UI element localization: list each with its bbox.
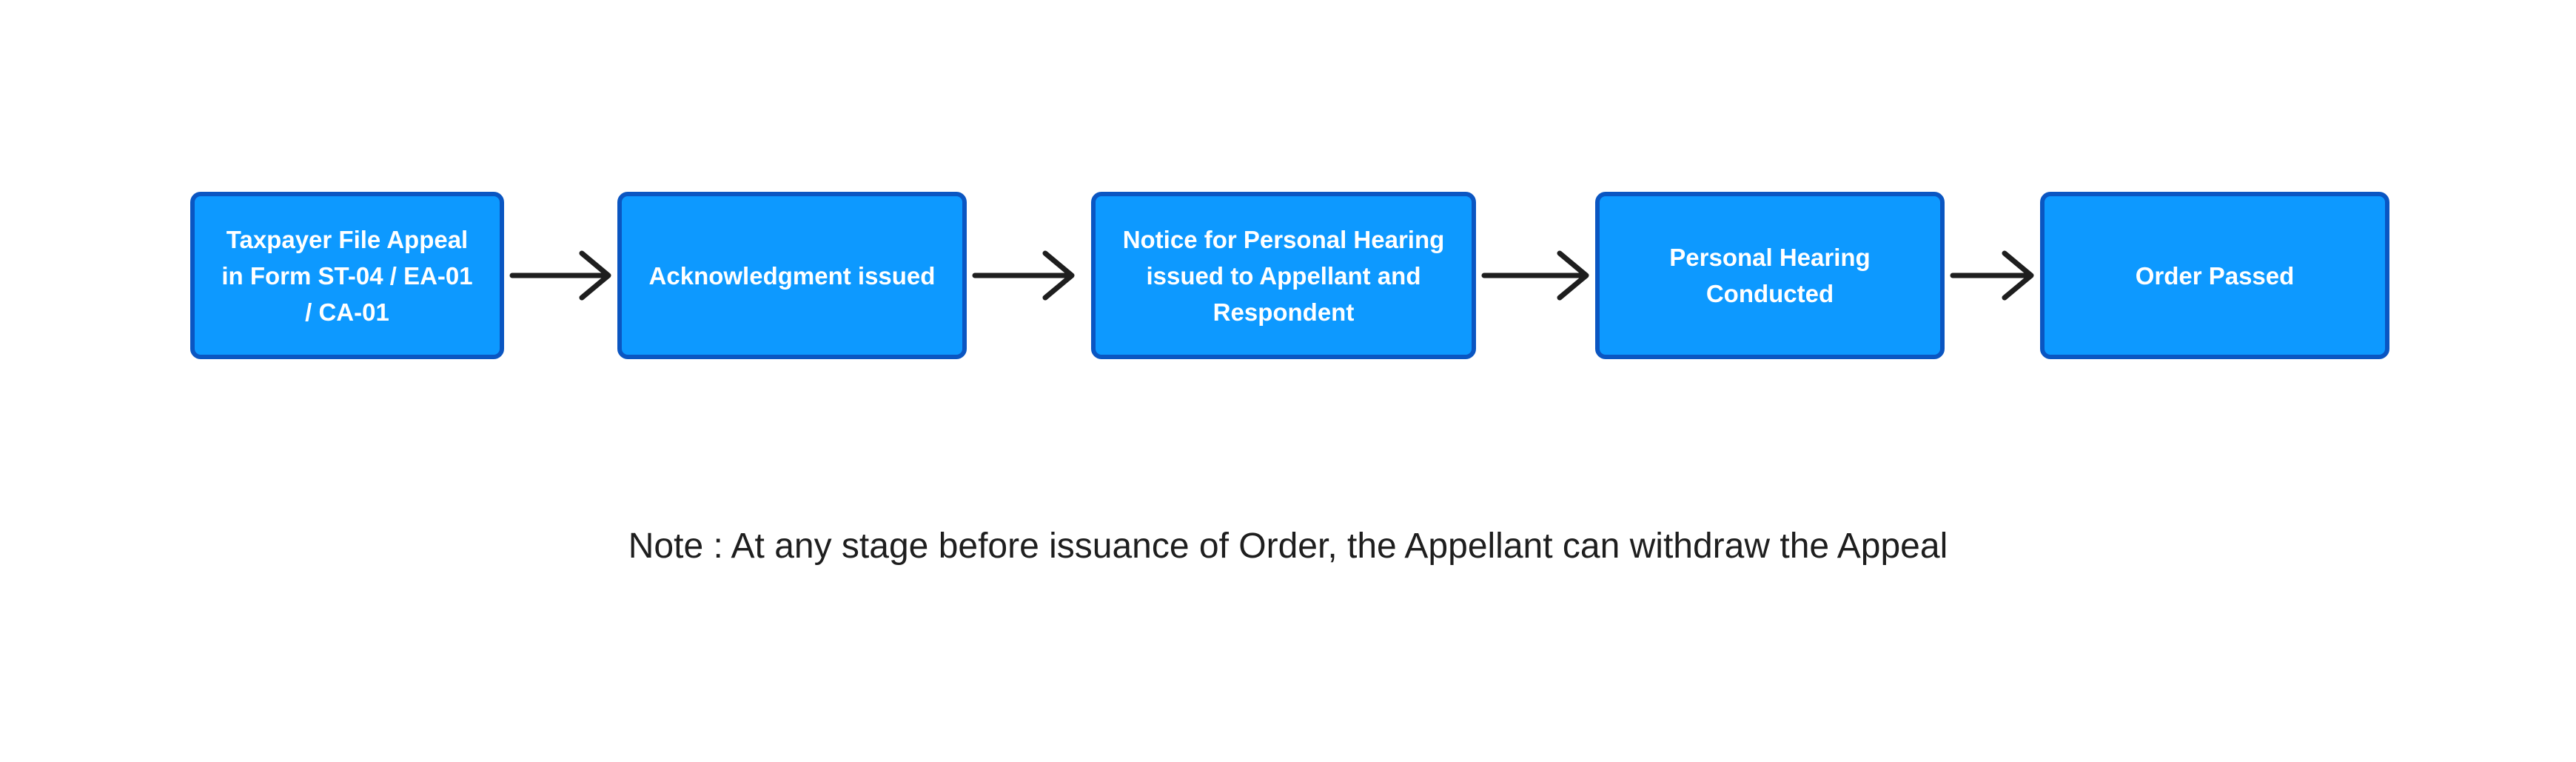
arrow-right-icon: [1950, 250, 2034, 301]
step-order-passed-label: Order Passed: [2135, 261, 2295, 290]
arrow-right-icon: [972, 250, 1075, 301]
step-notice-hearing-label: Notice for Personal Hearing issued to Ap…: [1122, 225, 1445, 326]
diagram-note: Note : At any stage before issuance of O…: [628, 527, 1948, 566]
step-file-appeal-label: Taxpayer File Appeal in Form ST-04 / EA-…: [221, 225, 473, 326]
step-acknowledgment: Acknowledgment issued: [617, 192, 967, 359]
step-acknowledgment-label: Acknowledgment issued: [648, 261, 936, 290]
arrow-right-icon: [1481, 250, 1589, 301]
arrow-right-icon: [509, 250, 611, 301]
step-hearing-conducted: Personal Hearing Conducted: [1595, 192, 1945, 359]
step-notice-hearing: Notice for Personal Hearing issued to Ap…: [1091, 192, 1476, 359]
step-hearing-conducted-label: Personal Hearing Conducted: [1669, 244, 1871, 307]
step-order-passed: Order Passed: [2040, 192, 2389, 359]
step-file-appeal: Taxpayer File Appeal in Form ST-04 / EA-…: [190, 192, 504, 359]
